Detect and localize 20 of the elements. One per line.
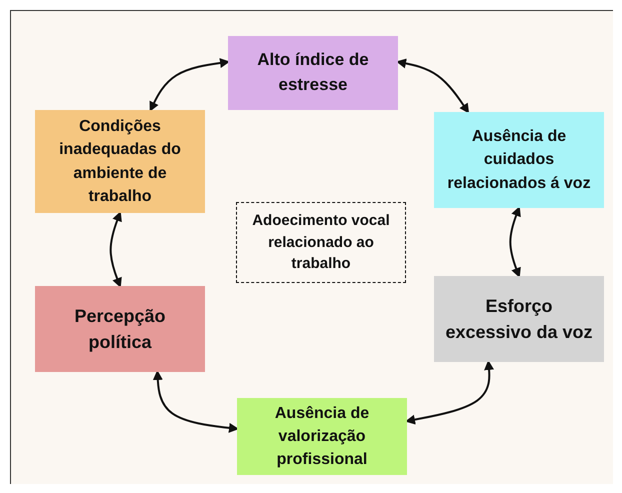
node-label: Ausência de cuidados relacionados á voz [446, 127, 592, 194]
process-box [35, 286, 205, 372]
node-label: Ausência de valorização profissional [274, 404, 370, 470]
node-label: Adoecimento vocal relacionado ao trabalho [251, 210, 391, 274]
node-label: Esforço excessivo da voz [444, 294, 594, 344]
curved-arrow [396, 58, 470, 114]
process-box [434, 276, 604, 362]
curved-arrow [405, 360, 494, 425]
process-box [228, 36, 398, 110]
curved-arrow [110, 211, 122, 288]
curved-arrow [509, 206, 521, 278]
process-box [434, 112, 604, 208]
node-label: Percepção política [73, 304, 167, 354]
node-label: Condições inadequadas do ambiente de trabalho [58, 117, 182, 207]
curved-arrow [150, 58, 230, 112]
process-box [237, 398, 407, 475]
process-box [35, 110, 205, 213]
curved-arrow [152, 370, 239, 433]
dashed-box [236, 202, 406, 283]
node-label: Alto índice de estresse [256, 49, 370, 96]
